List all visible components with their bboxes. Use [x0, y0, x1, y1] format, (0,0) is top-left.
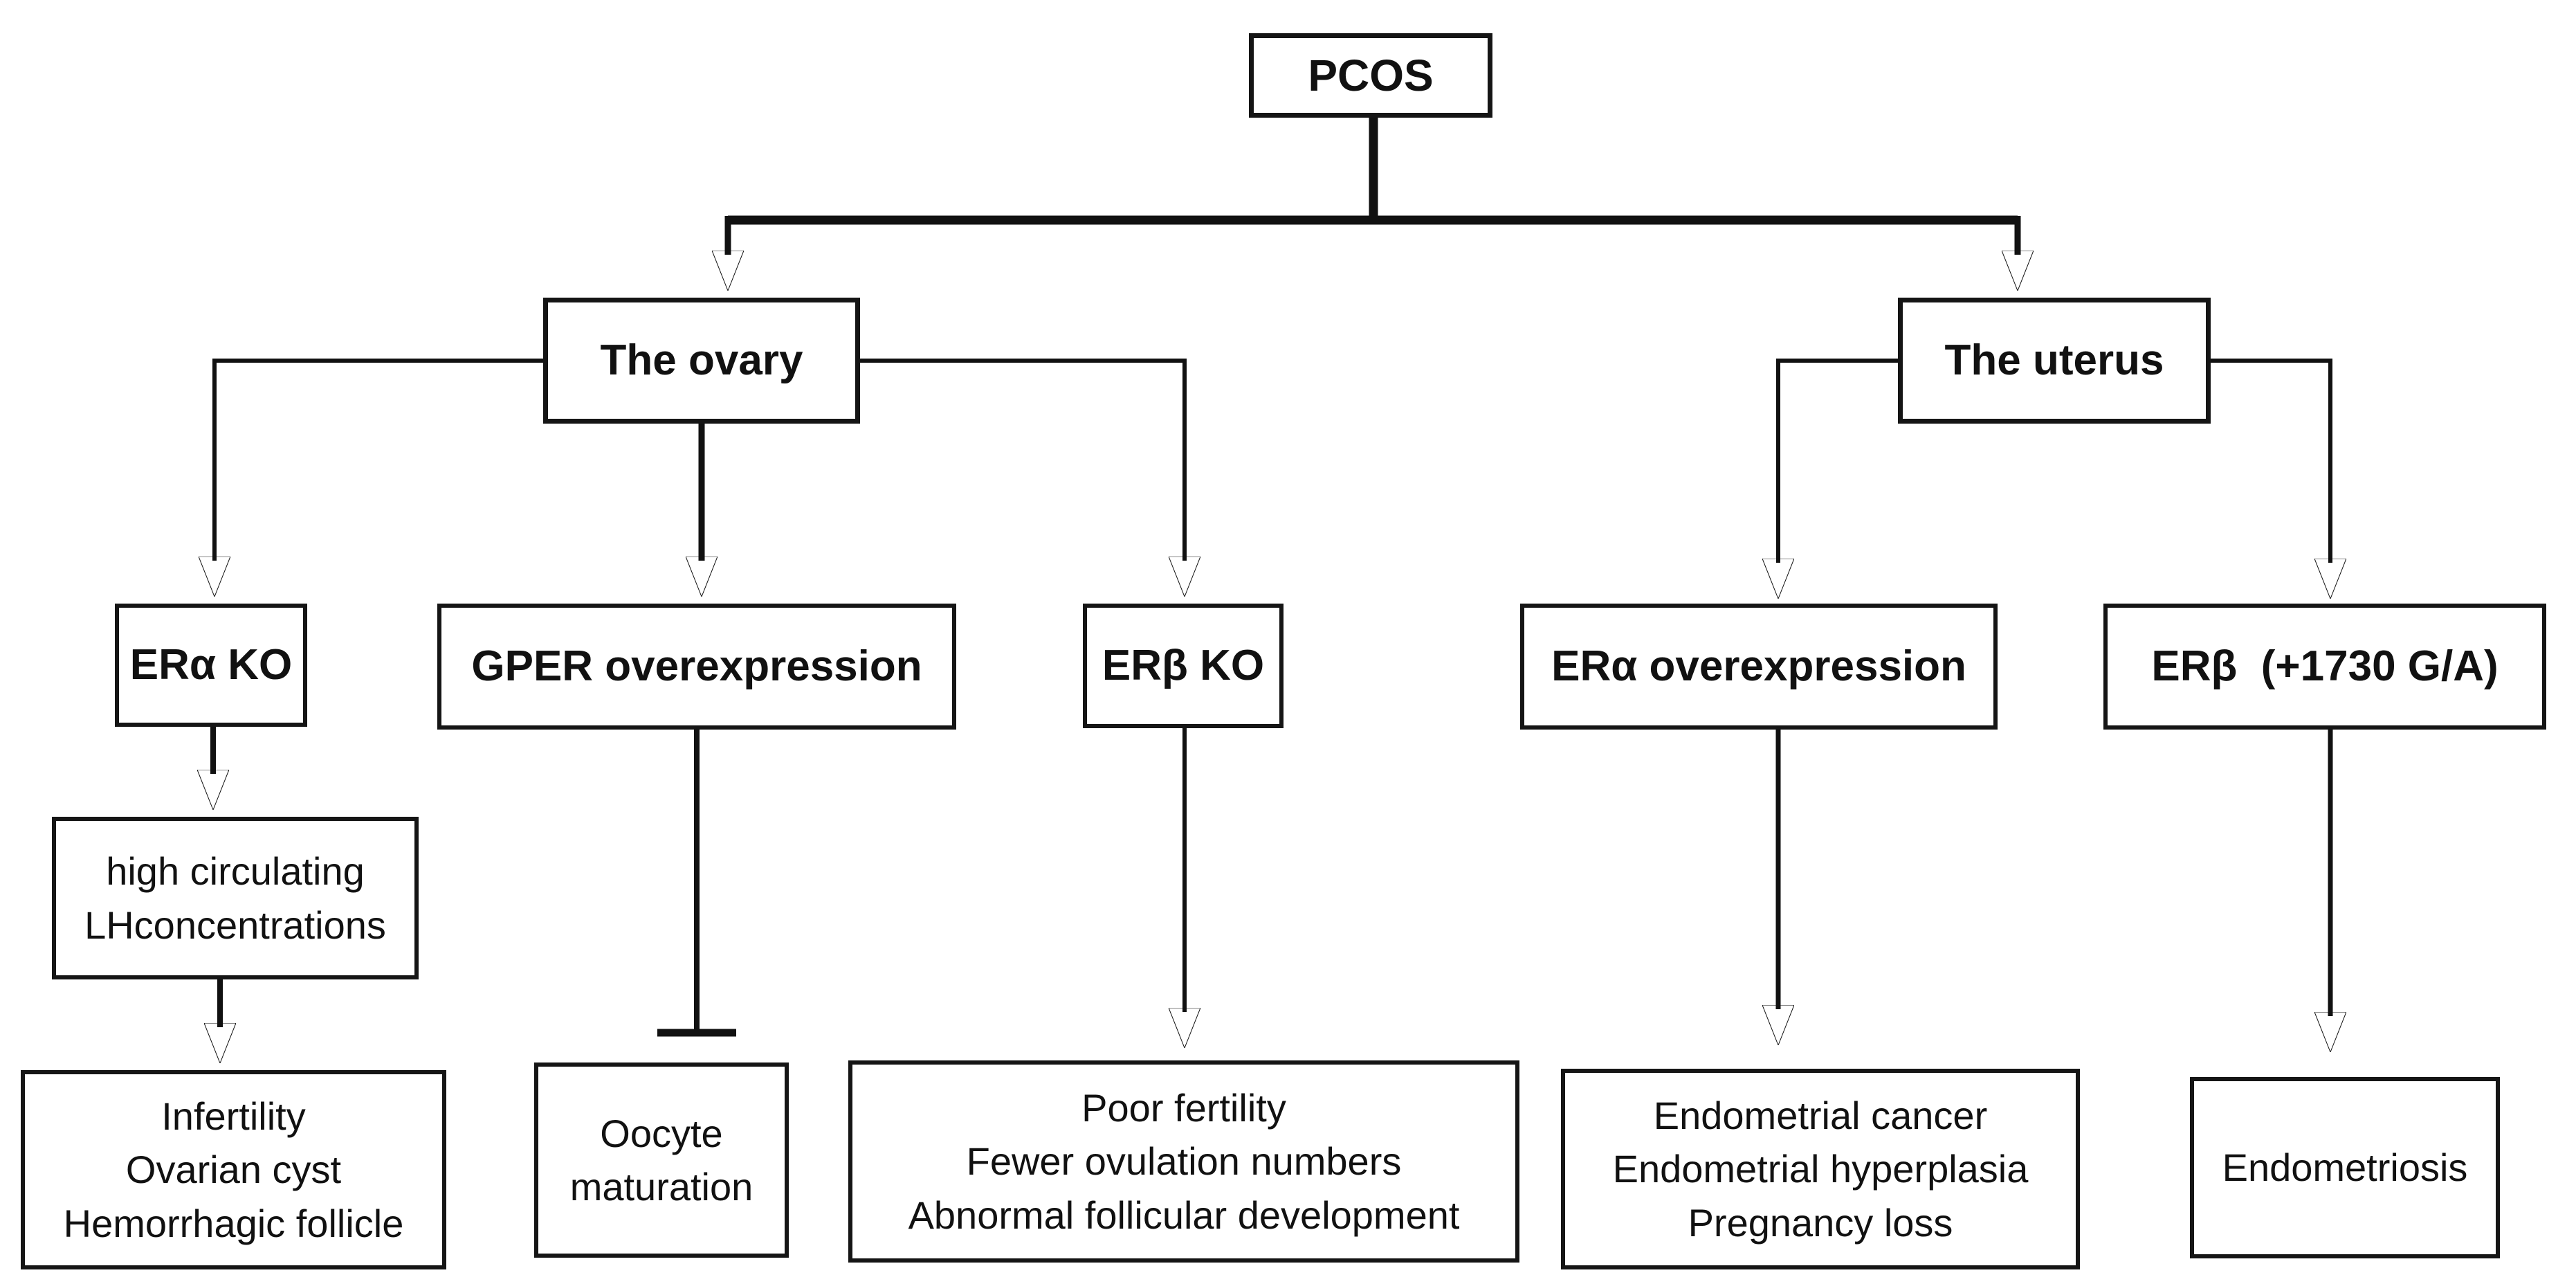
node-the-ovary: The ovary	[543, 298, 860, 424]
edge-uterus-to-era-over	[1778, 359, 1901, 563]
node-poor-fertility-outcomes: Poor fertility Fewer ovulation numbers A…	[848, 1060, 1519, 1263]
node-endometrial-outcomes: Endometrial cancer Endometrial hyperplas…	[1561, 1069, 2080, 1269]
node-erb-ko: ERβ KO	[1083, 604, 1284, 728]
node-endometriosis: Endometriosis	[2190, 1077, 2500, 1258]
edge-ovary-to-erb-ko	[857, 359, 1185, 561]
node-the-uterus: The uterus	[1898, 298, 2211, 424]
node-gper-overexpression: GPER overexpression	[437, 604, 956, 730]
node-era-ko: ERα KO	[115, 604, 307, 727]
node-high-circulating-lh: high circulating LHconcentrations	[52, 817, 419, 979]
edge-uterus-to-erb-1730	[2207, 359, 2330, 563]
node-oocyte-maturation: Oocyte maturation	[534, 1063, 789, 1258]
node-pcos: PCOS	[1249, 33, 1492, 118]
node-erb-1730-ga: ERβ (+1730 G/A)	[2103, 604, 2546, 730]
node-era-overexpression: ERα overexpression	[1520, 604, 1998, 730]
edge-ovary-to-era-ko	[214, 359, 547, 561]
node-infertility-outcomes: Infertility Ovarian cyst Hemorrhagic fol…	[21, 1070, 446, 1269]
